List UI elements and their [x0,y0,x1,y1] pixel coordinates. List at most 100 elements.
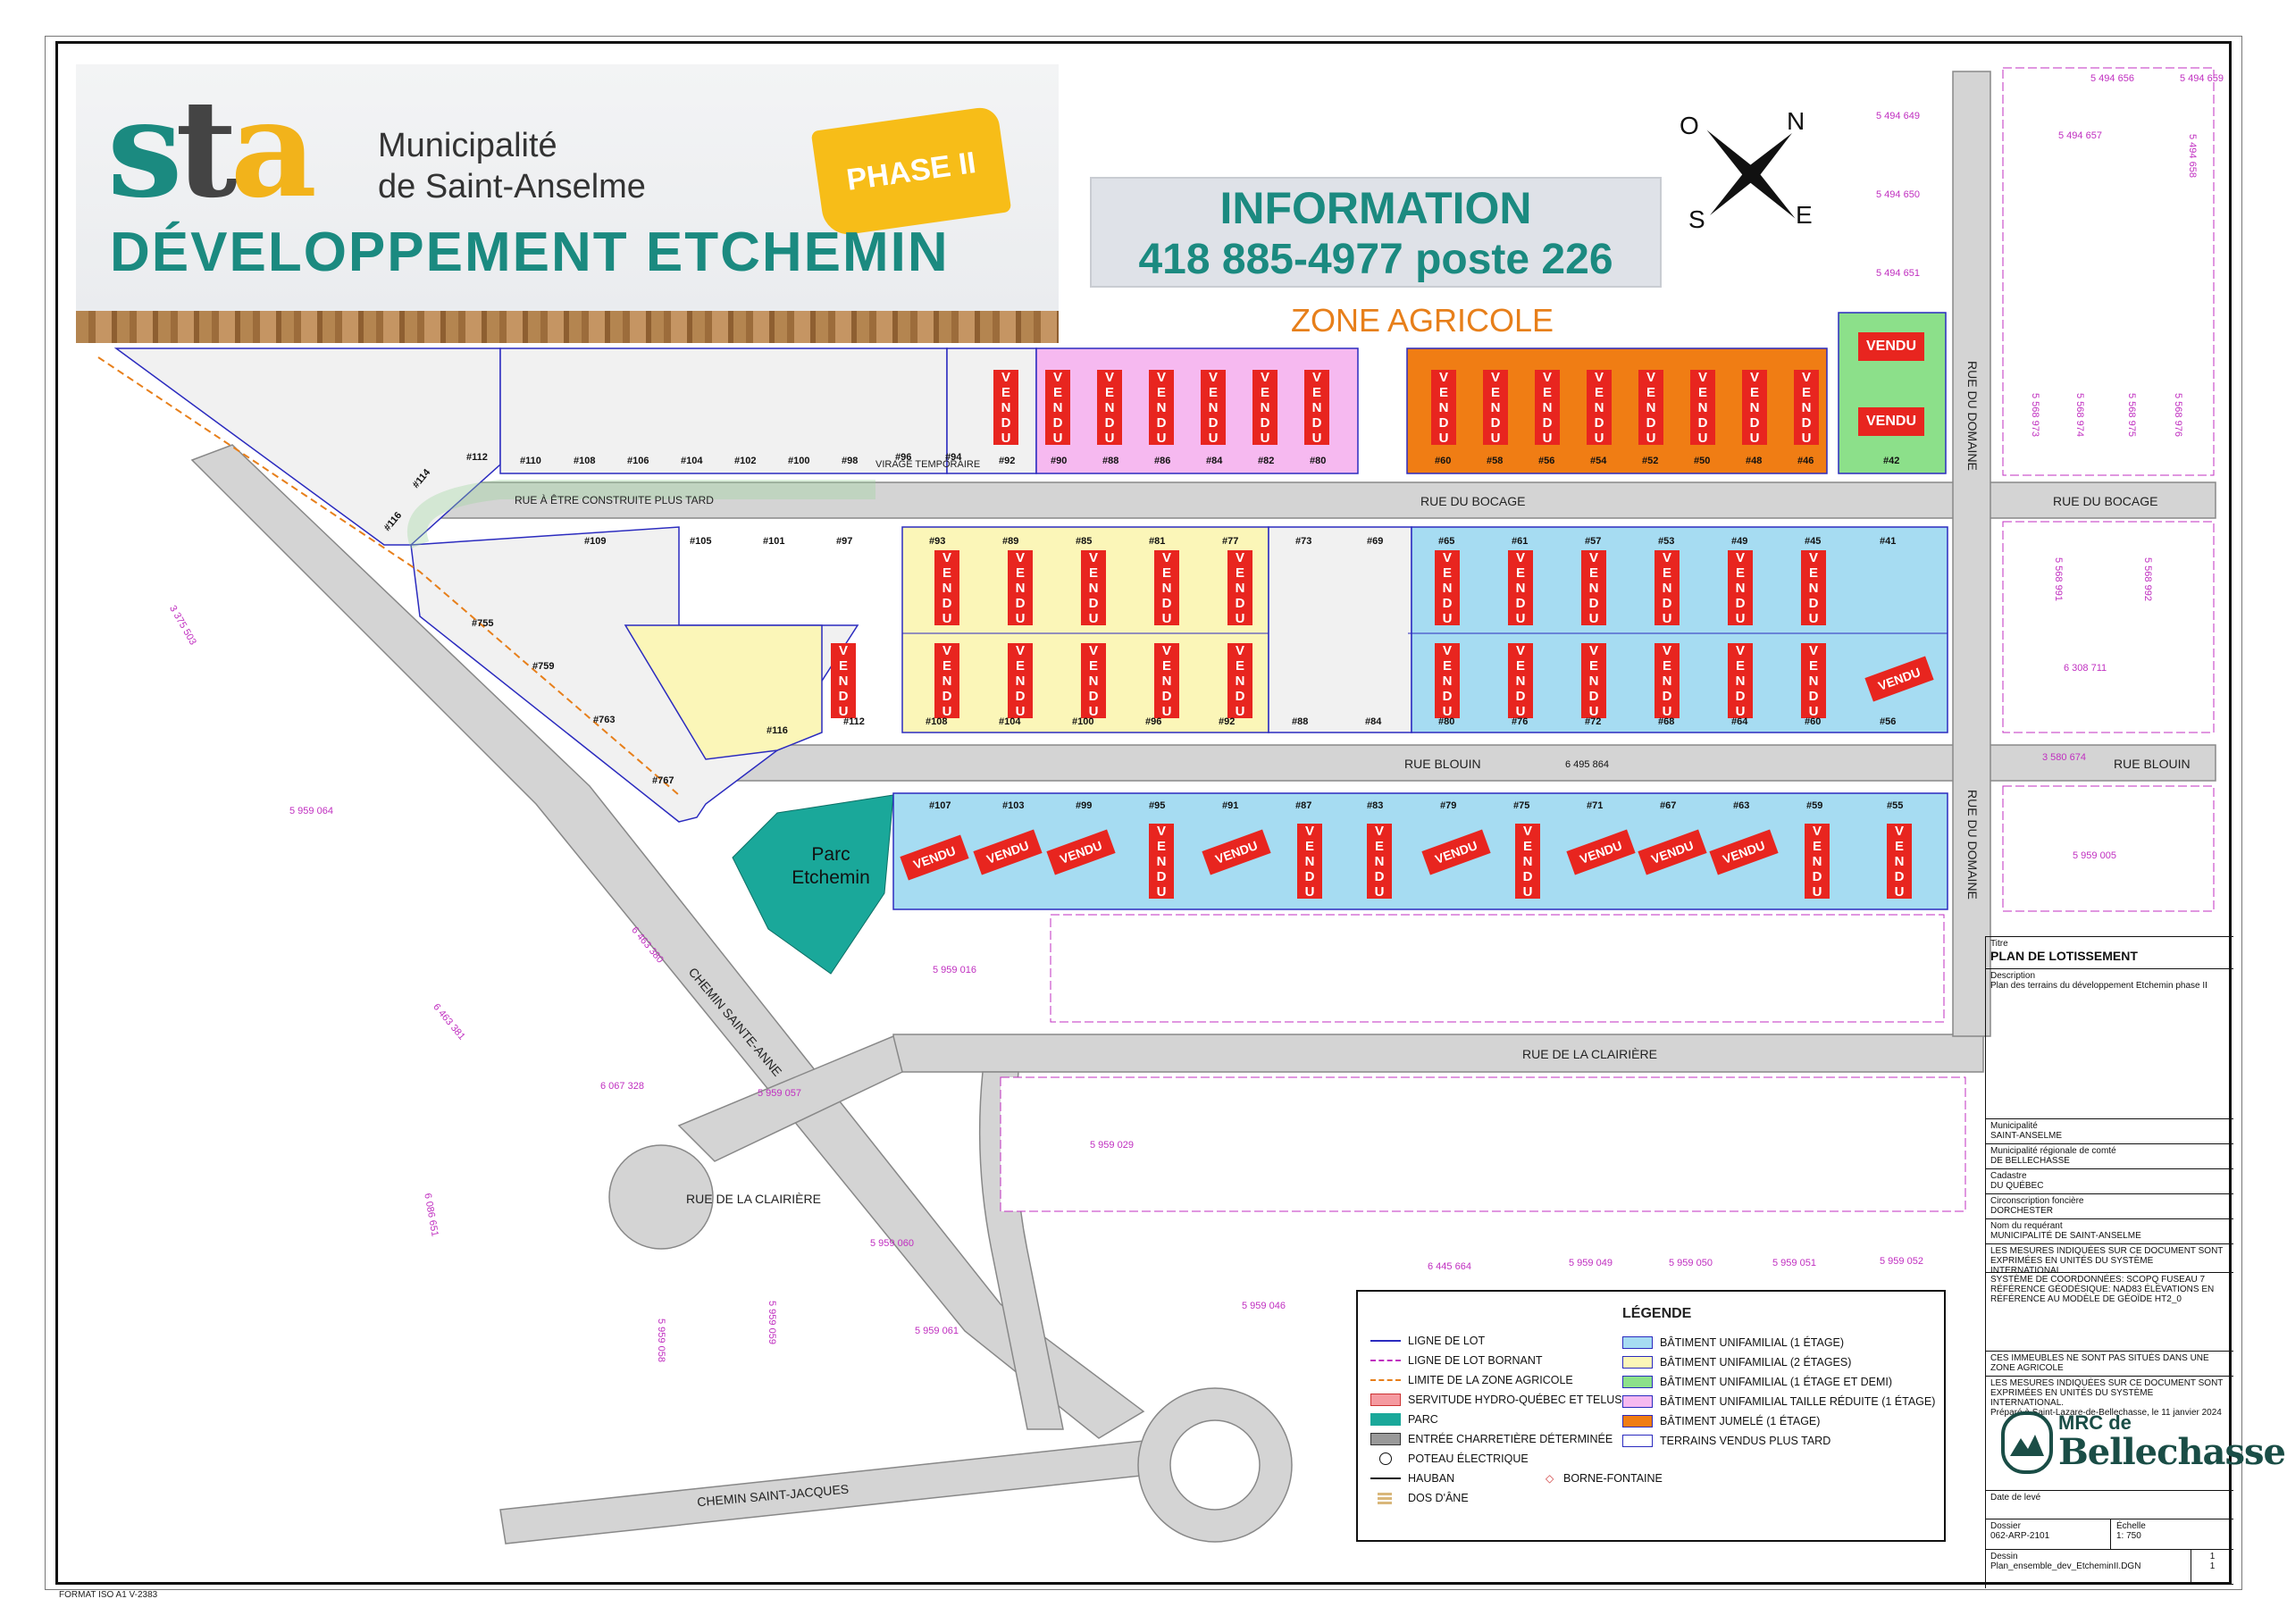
legend-item: POTEAU ÉLECTRIQUE [1370,1452,1529,1465]
sold-tag: VENDU [1801,550,1826,626]
legend-item: TERRAINS VENDUS PLUS TARD [1622,1435,1830,1447]
swatch-unifamilial-15 [1622,1376,1653,1388]
cadastre-label: 5 959 005 [2073,850,2116,861]
sold-tag: VENDU [1097,370,1122,446]
lot-number: #94 [945,452,962,463]
sold-tag: VENDU [1045,370,1070,446]
lot-number: #90 [1051,456,1068,466]
lot-number: #81 [1149,536,1166,547]
lot-number: #45 [1805,536,1822,547]
legend-label: BÂTIMENT UNIFAMILIAL (1 ÉTAGE) [1660,1336,1845,1349]
lot-number: #82 [1258,456,1275,466]
sta-logo: sta [107,82,317,216]
sold-tag: VENDU [1252,370,1278,446]
sold-tag: VENDU [1008,643,1033,719]
sold-tag: VENDU [1201,370,1226,446]
lot-number: #73 [1295,536,1312,547]
lot-number: #88 [1102,456,1119,466]
lot-number: #64 [1731,716,1748,727]
tb-label: Circonscription foncière [1990,1196,2084,1206]
cadastre-label: 5 959 057 [758,1088,801,1099]
cadastre-label: 5 959 052 [1880,1256,1923,1267]
park-label-line1: Parc [811,844,850,865]
legend-label: LIGNE DE LOT [1408,1335,1486,1347]
cadastre-label: 5 494 649 [1876,111,1920,121]
tb-note4-text: LES MESURES INDIQUÉES SUR CE DOCUMENT SO… [1990,1378,2224,1408]
sold-tag: VENDU [1483,370,1508,446]
lot-number: #96 [895,452,912,463]
sold-tag: VENDU [1227,550,1252,626]
tb-value: PLAN DE LOTISSEMENT [1990,949,2138,963]
sold-tag: VENDU [1154,550,1179,626]
lot-number: #56 [1880,716,1897,727]
legend-label: BÂTIMENT UNIFAMILIAL (1 ÉTAGE ET DEMI) [1660,1376,1892,1388]
lot-number: #76 [1512,716,1529,727]
lot-number: #79 [1440,800,1457,811]
mrc-emblem-icon [2001,1411,2053,1474]
guy-wire-icon [1370,1478,1401,1479]
lot-number: #99 [1076,800,1093,811]
cadastre-label: 5 494 650 [1876,189,1920,200]
legend-item: LIGNE DE LOT BORNANT [1370,1354,1543,1367]
lot-number: #103 [1002,800,1025,811]
sold-tag: VENDU [1801,643,1826,719]
lot-number: #59 [1806,800,1823,811]
lot-number: #75 [1513,800,1530,811]
lot-number: #54 [1590,456,1607,466]
lot-number: #86 [1154,456,1171,466]
park-swatch [1370,1413,1401,1426]
lot-number: #106 [627,456,649,466]
lot-number: #84 [1365,716,1382,727]
lot-number: #92 [999,456,1016,466]
street-clairiere-1: RUE DE LA CLAIRIÈRE [1522,1047,1657,1061]
sold-tag: VENDU [1638,370,1663,446]
sold-tag: VENDU [1227,643,1252,719]
legend-item: BÂTIMENT UNIFAMILIAL (2 ÉTAGES) [1622,1356,1851,1369]
sold-tag: VENDU [1008,550,1033,626]
street-clairiere-2: RUE DE LA CLAIRIÈRE [686,1192,821,1206]
legend-label: TERRAINS VENDUS PLUS TARD [1660,1435,1831,1447]
cadastre-label: 5 959 016 [933,965,976,975]
sold-tag: VENDU [1858,407,1924,436]
legend-item: SERVITUDE HYDRO-QUÉBEC ET TELUS [1370,1394,1622,1406]
lot-number: #93 [929,536,946,547]
logo-letter-s: s [107,71,183,228]
tb-page: 1 [2209,1552,2216,1561]
municipality-line2: de Saint-Anselme [378,168,646,205]
tb-value: Plan des terrains du développement Etche… [1990,981,2207,991]
lot-number: #100 [788,456,810,466]
speed-bump-icon [1378,1492,1392,1504]
sold-tag: VENDU [1149,370,1174,446]
lot-number: #58 [1487,456,1504,466]
lot-number: #763 [593,715,616,725]
cadastre-label: 5 494 651 [1876,268,1920,279]
sold-tag: VENDU [1435,643,1460,719]
legend: LÉGENDE LIGNE DE LOT LIGNE DE LOT BORNAN… [1356,1290,1946,1542]
tb-value: 062-ARP-2101 [1990,1531,2050,1541]
road-domaine [1952,71,1991,1037]
tb-label: Dessin [1990,1552,2018,1561]
lot-number: #41 [1880,536,1897,547]
lot-number: #89 [1002,536,1019,547]
zone-limit-swatch [1370,1379,1401,1381]
lot-number: #65 [1438,536,1455,547]
lot-number: #112 [466,452,488,463]
middle-block-lots [901,526,1948,733]
legend-label: DOS D'ÂNE [1408,1492,1469,1504]
legend-label: BÂTIMENT UNIFAMILIAL TAILLE RÉDUITE (1 É… [1660,1395,1936,1408]
sold-tag: VENDU [1655,550,1680,626]
sold-tag: VENDU [1535,370,1560,446]
lot-number: #52 [1642,456,1659,466]
info-box: INFORMATION 418 885-4977 poste 226 [1090,177,1662,288]
compass-e: E [1796,201,1813,229]
sold-tag: VENDU [1690,370,1715,446]
lot-number: #87 [1295,800,1312,811]
sold-tag: VENDU [1728,550,1753,626]
